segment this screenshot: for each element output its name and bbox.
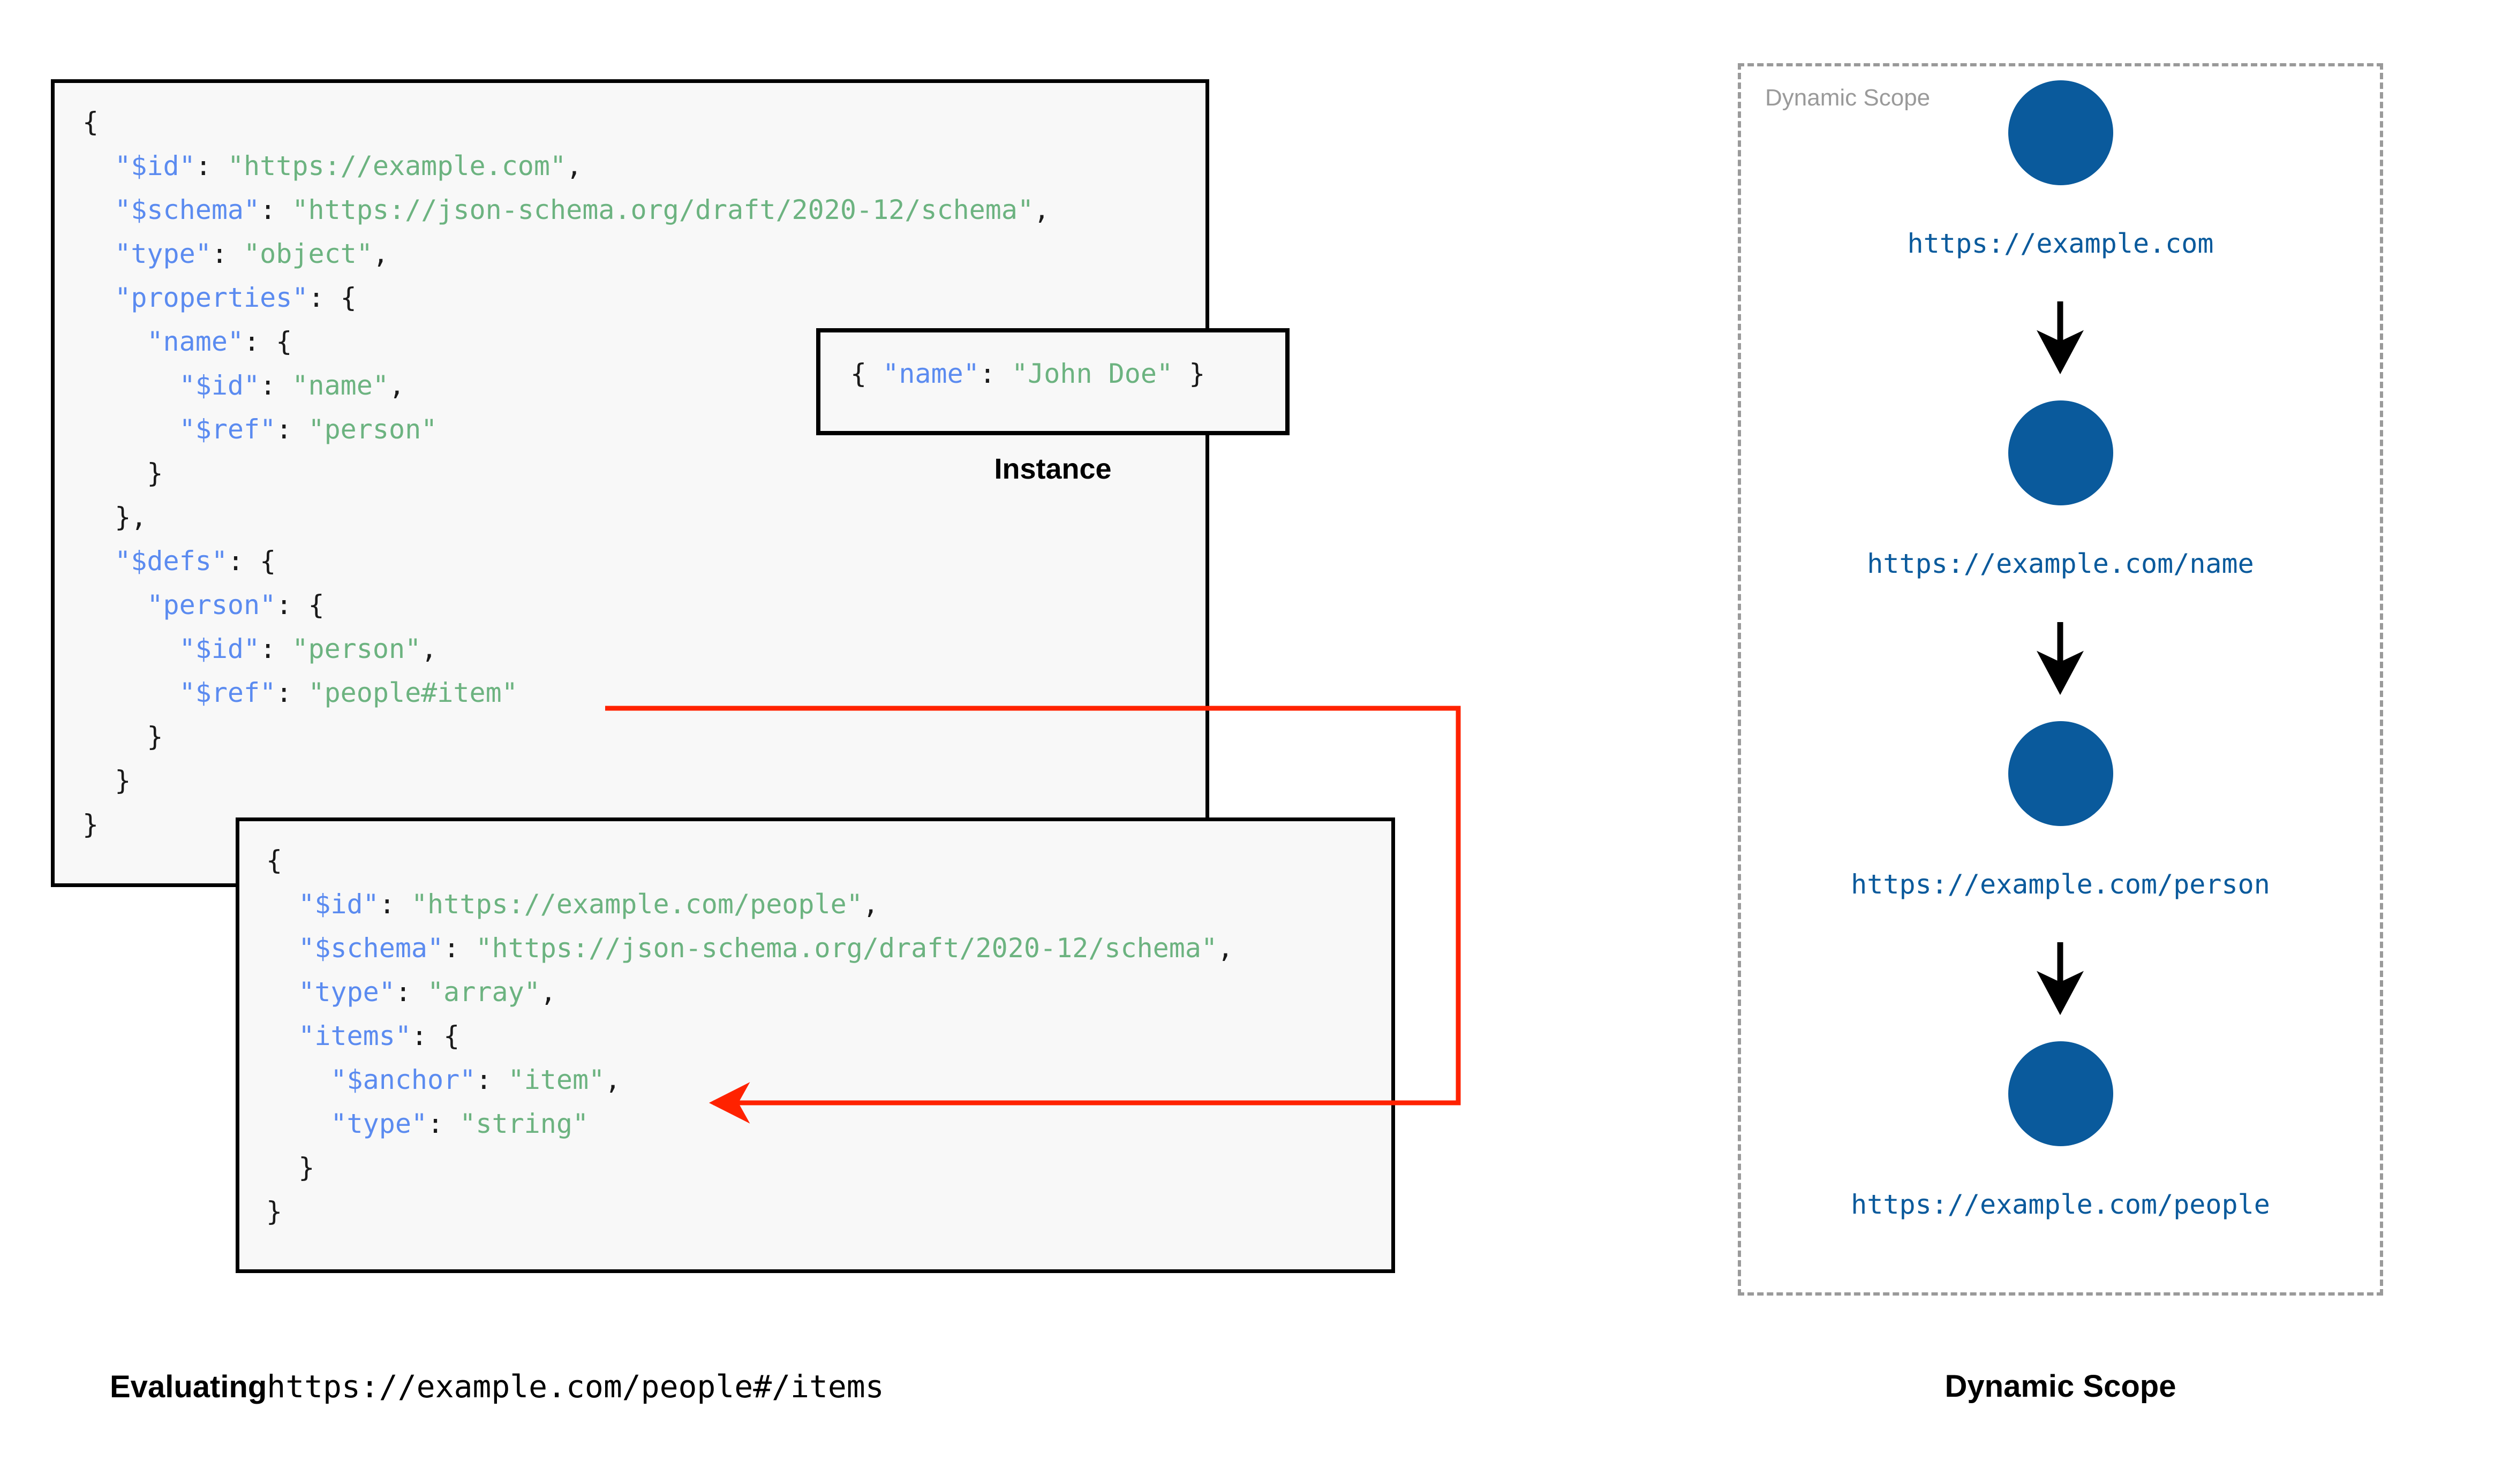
root-schema-line: "$ref": "person" <box>179 414 438 445</box>
evaluating-caption-lead: Evaluating <box>110 1369 267 1404</box>
people-schema-line: { <box>266 845 283 876</box>
scope-arrow-3 <box>1738 938 2383 1021</box>
people-schema-box: { "$id": "https://example.com/people", "… <box>236 817 1395 1273</box>
scope-node-circle <box>2008 80 2113 185</box>
root-schema-line: "properties": { <box>115 282 357 313</box>
instance-line: { "name": "John Doe" } <box>850 358 1205 389</box>
scope-node-circle <box>2008 1041 2113 1146</box>
root-schema-line: } <box>82 765 131 796</box>
scope-node-circle <box>2008 400 2113 505</box>
dynamic-scope-caption: Dynamic Scope <box>1945 1369 2176 1404</box>
root-schema-line: "$defs": { <box>115 546 276 577</box>
instance-box: { "name": "John Doe" } <box>816 328 1290 435</box>
people-schema-line: "type": "array", <box>298 976 556 1008</box>
root-schema-line: } <box>82 721 163 752</box>
scope-node-label: https://example.com <box>1907 228 2214 259</box>
scope-arrow-2 <box>1738 618 2383 701</box>
instance-label: Instance <box>994 453 1112 485</box>
evaluating-caption: Evaluatinghttps://example.com/people#/it… <box>110 1368 884 1405</box>
instance-code: { "name": "John Doe" } <box>850 360 1205 387</box>
scope-node-label: https://example.com/person <box>1851 869 2270 900</box>
scope-node-label: https://example.com/name <box>1867 548 2254 579</box>
people-schema-line: } <box>266 1196 283 1227</box>
evaluating-caption-uri: https://example.com/people#/items <box>267 1368 884 1405</box>
root-schema-line: "$id": "person", <box>179 633 438 664</box>
root-schema-line: "$id": "name", <box>179 370 405 401</box>
scope-node-1 <box>1738 80 2383 185</box>
root-schema-line: "$id": "https://example.com", <box>115 150 583 181</box>
root-schema-line: } <box>82 809 99 840</box>
dynamic-scope-panel <box>1738 63 2383 1296</box>
root-schema-line: "name": { <box>147 326 292 357</box>
people-schema-line: "$id": "https://example.com/people", <box>298 889 879 920</box>
people-schema-line: "type": "string" <box>330 1108 589 1139</box>
dynamic-scope-panel-title: Dynamic Scope <box>1765 85 1931 111</box>
scope-node-label: https://example.com/people <box>1851 1189 2270 1220</box>
people-schema-line: } <box>266 1152 315 1183</box>
people-schema-code: { "$id": "https://example.com/people", "… <box>266 838 1233 1233</box>
root-schema-code: { "$id": "https://example.com", "$schema… <box>82 100 1050 846</box>
root-schema-line: "$schema": "https://json-schema.org/draf… <box>115 194 1050 225</box>
root-schema-line: } <box>82 458 163 489</box>
root-schema-line: "$ref": "people#item" <box>179 677 518 708</box>
scope-node-4 <box>1738 1041 2383 1146</box>
root-schema-line: }, <box>82 502 147 533</box>
root-schema-line: "type": "object", <box>115 238 389 269</box>
people-schema-line: "items": { <box>298 1020 460 1051</box>
scope-node-2 <box>1738 400 2383 505</box>
people-schema-line: "$anchor": "item", <box>330 1064 621 1095</box>
scope-arrow-1 <box>1738 297 2383 380</box>
root-schema-line: "person": { <box>147 589 325 620</box>
scope-node-3 <box>1738 721 2383 826</box>
people-schema-line: "$schema": "https://json-schema.org/draf… <box>298 933 1234 964</box>
root-schema-line: { <box>82 107 99 138</box>
scope-node-circle <box>2008 721 2113 826</box>
